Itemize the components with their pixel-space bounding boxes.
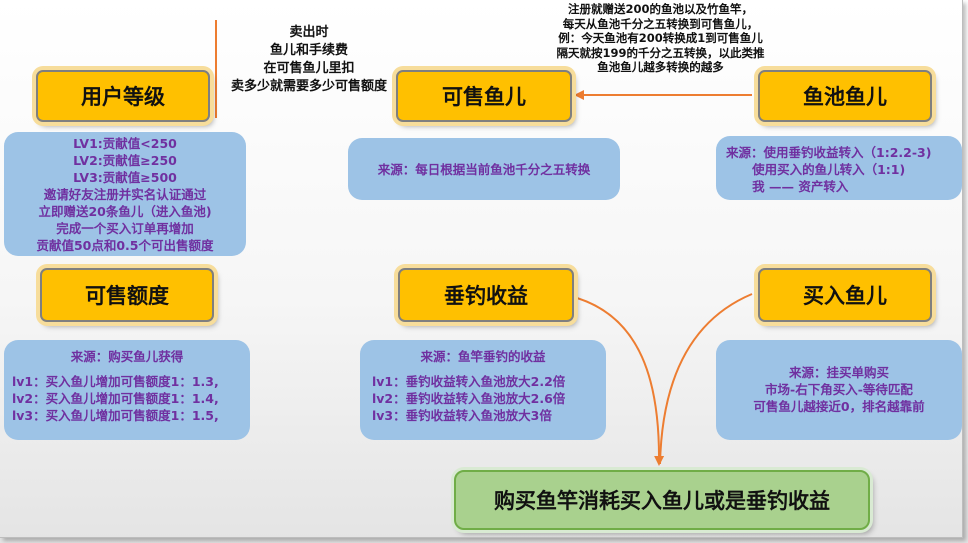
user-level-line-5: 立即赠送20条鱼儿（进入鱼池) [38, 204, 212, 219]
user-level-box: 用户等级 [36, 70, 210, 122]
pond-fish-line-2: 使用买入的鱼儿转入（1:1) [726, 162, 906, 177]
fishing-income-line-5: lv3：垂钓收益转入鱼池放大3倍 [372, 408, 552, 423]
buy-fish-line-1: 来源：挂买单购买 [788, 365, 889, 380]
sell-note-line-2: 鱼儿和手续费 [269, 43, 348, 58]
register-note-line-1: 注册就赠送200的鱼池以及竹鱼竿， [567, 2, 753, 16]
register-note-line-3: 例：今天鱼池有200转换成1到可售鱼儿 [558, 31, 763, 45]
sell-note-line-4: 卖多少就需要多少可售额度 [230, 79, 387, 94]
pond-fish-line-3: 我 —— 资产转入 [726, 179, 849, 194]
buy-fish-line-3: 可售鱼儿越接近0，排名越靠前 [753, 399, 925, 414]
sell-quota-line-3: lv1：买入鱼儿增加可售额度1：1.3, [12, 374, 219, 389]
user-level-line-4: 邀请好友注册并实名认证通过 [43, 187, 207, 202]
register-note-line-2: 每天从鱼池千分之五转换到可售鱼儿， [562, 16, 759, 31]
pond-fish-panel: 来源：使用垂钓收益转入（1:2.2-3) 使用买入的鱼儿转入（1:1) 我 ——… [716, 136, 962, 200]
fishing-to-bottom-arrow [576, 297, 665, 466]
user-level-panel: LV1:贡献值<250 LV2:贡献值≥250 LV3:贡献值≥500 邀请好友… [4, 132, 246, 256]
sell-note-line-1: 卖出时 [289, 25, 329, 40]
sell-quota-line-2 [12, 365, 250, 373]
sellable-fish-line-1: 来源：每日根据当前鱼池千分之五转换 [377, 161, 591, 177]
user-level-line-1: LV1:贡献值<250 [73, 136, 177, 151]
fishing-income-line-2 [372, 365, 606, 373]
sell-quota-line-4: lv2：买入鱼儿增加可售额度1：1.4, [12, 391, 219, 406]
pond-fish-box: 鱼池鱼儿 [758, 70, 932, 122]
fishing-income-box: 垂钓收益 [398, 268, 574, 322]
user-level-line-7: 贡献值50点和0.5个可出售额度 [36, 238, 214, 253]
fishing-income-panel: 来源：鱼竿垂钓的收益 lv1：垂钓收益转入鱼池放大2.2倍 lv2：垂钓收益转入… [360, 340, 606, 440]
fishing-income-line-3: lv1：垂钓收益转入鱼池放大2.2倍 [372, 374, 566, 389]
sell-quota-panel: 来源：购买鱼儿获得 lv1：买入鱼儿增加可售额度1：1.3, lv2：买入鱼儿增… [4, 340, 250, 440]
buy-to-bottom-arrow [659, 293, 753, 465]
sell-quota-box: 可售额度 [40, 268, 214, 322]
buy-fish-line-2: 市场-右下角买入-等待匹配 [765, 382, 913, 397]
sell-note: 卖出时 鱼儿和手续费 在可售鱼儿里扣 卖多少就需要多少可售额度 [220, 24, 398, 96]
buy-fish-panel: 来源：挂买单购买 市场-右下角买入-等待匹配 可售鱼儿越接近0，排名越靠前 [716, 340, 962, 440]
sell-quota-line-1: 来源：购买鱼儿获得 [70, 349, 184, 364]
user-level-line-3: LV3:贡献值≥500 [73, 170, 177, 185]
register-note: 注册就赠送200的鱼池以及竹鱼竿， 每天从鱼池千分之五转换到可售鱼儿， 例：今天… [538, 2, 783, 75]
sell-note-line-3: 在可售鱼儿里扣 [263, 61, 355, 76]
bottom-summary-box: 购买鱼竿消耗买入鱼儿或是垂钓收益 [454, 470, 870, 530]
register-note-line-4: 隔天就按199的千分之五转换，以此类推 [556, 45, 765, 60]
fishing-income-line-1: 来源：鱼竿垂钓的收益 [420, 349, 546, 364]
buy-fish-box: 买入鱼儿 [758, 268, 932, 322]
fishing-income-line-4: lv2：垂钓收益转入鱼池放大2.6倍 [372, 391, 566, 406]
sell-quota-line-5: lv3：买入鱼儿增加可售额度1：1.5, [12, 408, 219, 423]
sellable-fish-panel: 来源：每日根据当前鱼池千分之五转换 [348, 138, 620, 200]
sellable-fish-box: 可售鱼儿 [396, 70, 572, 122]
user-level-line-2: LV2:贡献值≥250 [73, 153, 177, 168]
user-level-line-6: 完成一个买入订单再增加 [56, 221, 194, 236]
register-note-line-5: 鱼池鱼儿越多转换的越多 [597, 60, 724, 74]
pond-fish-line-1: 来源：使用垂钓收益转入（1:2.2-3) [726, 145, 932, 160]
